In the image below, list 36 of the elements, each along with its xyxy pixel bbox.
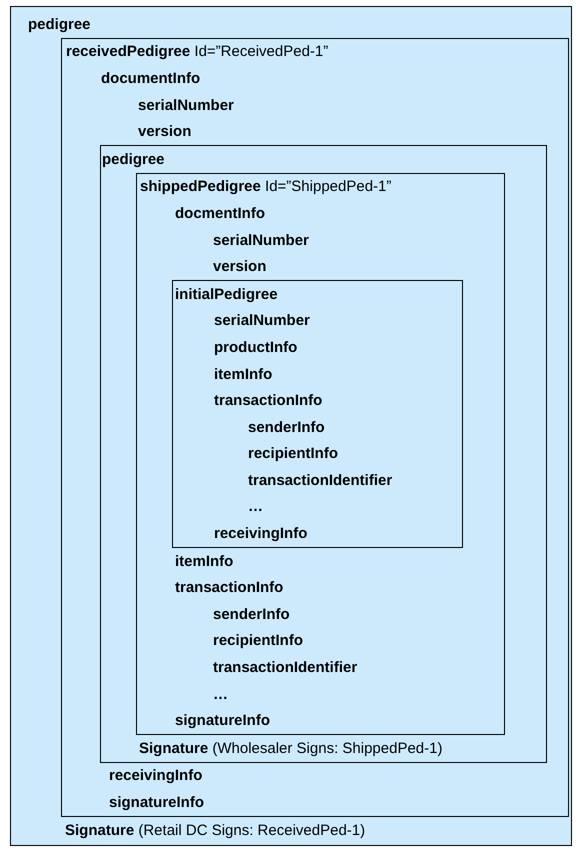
element-name: signatureInfo xyxy=(175,712,270,730)
element-name: serialNumber xyxy=(213,232,309,249)
element-name: itemInfo xyxy=(214,366,272,383)
element-name: recipientInfo xyxy=(213,632,304,650)
element-name: documentInfo xyxy=(101,70,200,87)
element-name: Signature (Wholesaler Signs: ShippedPed-1) xyxy=(139,740,442,757)
element-name: transactionInfo xyxy=(175,579,284,596)
element-name: receivingInfo xyxy=(109,767,202,784)
element-name: version xyxy=(138,123,192,140)
element-name: itemInfo xyxy=(175,552,234,570)
element-name: transactionIdentifier xyxy=(248,472,392,489)
element-name: docmentInfo xyxy=(175,204,265,222)
diagram-panel xyxy=(10,6,572,846)
element-name: senderInfo xyxy=(213,606,290,623)
element-name: senderInfo xyxy=(248,418,325,436)
element-name: pedigree xyxy=(28,16,91,33)
nested-box xyxy=(61,38,569,817)
nested-box xyxy=(172,280,463,548)
element-name: recipientInfo xyxy=(248,445,338,462)
nested-box xyxy=(136,172,505,736)
element-name: version xyxy=(213,258,266,276)
element-name: transactionIdentifier xyxy=(213,659,358,676)
box-heading: initialPedigree xyxy=(175,286,278,303)
nested-box xyxy=(100,144,547,763)
element-name: … xyxy=(248,498,263,516)
element-name: serialNumber xyxy=(214,312,310,330)
element-name: … xyxy=(213,686,228,703)
element-name: receivingInfo xyxy=(214,525,308,542)
element-name: serialNumber xyxy=(138,96,234,114)
box-heading: pedigree xyxy=(102,150,165,168)
box-heading: shippedPedigree Id=”ShippedPed-1” xyxy=(140,178,392,196)
element-name: transactionInfo xyxy=(214,392,322,410)
box-heading: receivedPedigree Id=”ReceivedPed-1” xyxy=(66,43,328,60)
element-name: Signature (Retail DC Signs: ReceivedPed-1) xyxy=(65,822,366,839)
element-name: productInfo xyxy=(214,338,298,356)
element-name: signatureInfo xyxy=(109,794,204,812)
